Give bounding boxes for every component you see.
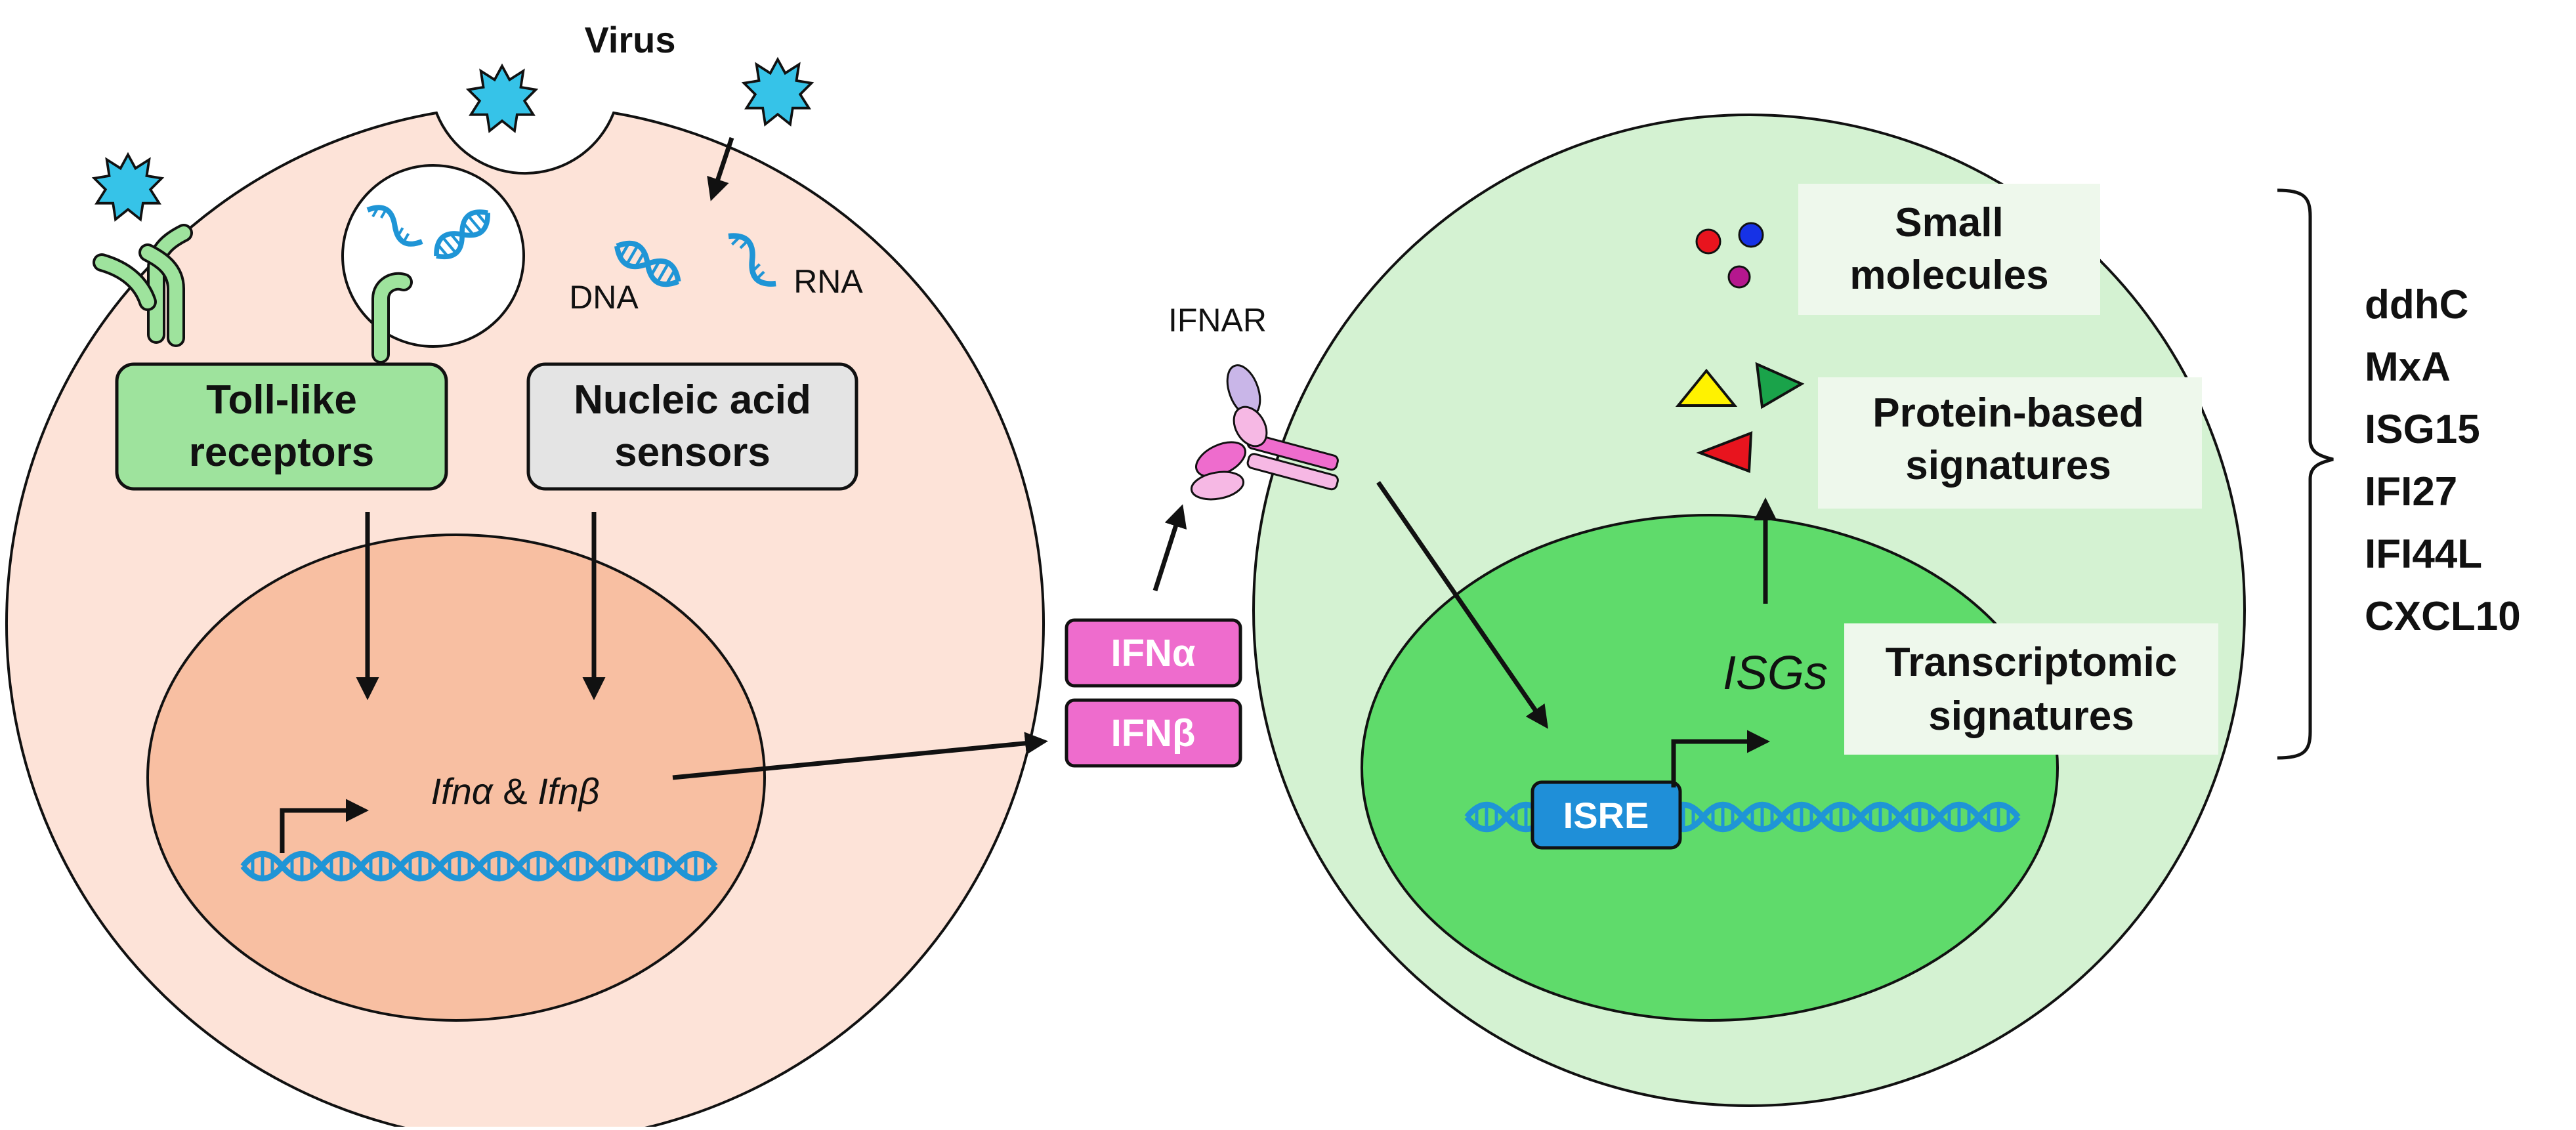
infected-cell-nucleus <box>146 534 766 1022</box>
biomarker-item: ddhC <box>2365 282 2468 327</box>
biomarker-item: IFI44L <box>2365 532 2482 577</box>
ifn-ampersand: & <box>493 770 538 812</box>
dna-label: DNA <box>569 279 639 316</box>
ifn-alpha-box <box>1065 618 1242 688</box>
isgs-label: ISGs <box>1723 647 1828 700</box>
isre-label: ISRE <box>1563 795 1649 836</box>
biomarker-item: ISG15 <box>2365 407 2480 452</box>
protein-triangle-green <box>1755 362 1805 409</box>
nucleic-acid-sensors-label-line2: sensors <box>614 430 771 475</box>
ifnar-receptor-icon <box>1190 364 1339 501</box>
ifn-beta-box <box>1065 698 1242 768</box>
small-molecule-red <box>1695 228 1721 255</box>
toll-like-receptors-label-line1: Toll-like <box>206 377 357 423</box>
biomarker-item: MxA <box>2365 345 2451 390</box>
biomarker-bracket <box>2277 188 2334 760</box>
toll-like-receptors-label-line2: receptors <box>189 430 375 475</box>
nucleic-acid-sensors-label-line1: Nucleic acid <box>574 377 811 423</box>
rna-strand-icon <box>366 205 423 247</box>
protein-triangle-yellow <box>1675 368 1738 407</box>
biomarker-item: IFI27 <box>2365 469 2457 514</box>
small-molecules-box <box>1798 184 2100 315</box>
responding-cell-nucleus <box>1361 514 2059 1022</box>
ifna-gene: Ifnα <box>431 770 494 812</box>
small-molecules-label-line2: molecules <box>1849 253 2048 298</box>
ifnar-signal-arrow <box>1376 481 1548 729</box>
protein-signatures-label-line1: Protein-based <box>1872 390 2143 436</box>
virus-label: Virus <box>584 19 675 60</box>
nucleic-acid-sensors-box <box>526 362 858 491</box>
virus-icon <box>93 153 163 221</box>
virus-icon <box>467 64 538 133</box>
toll-like-receptors-box <box>115 362 448 491</box>
promoter-arrow <box>280 799 369 853</box>
ifnar-label: IFNAR <box>1168 302 1267 339</box>
ifn-gene-label: Ifnα & Ifnβ <box>431 770 600 812</box>
endosome <box>341 164 525 348</box>
isre-box <box>1531 780 1682 850</box>
ifnb-gene: Ifnβ <box>538 770 599 812</box>
ifn-alpha-label: IFNα <box>1110 632 1195 675</box>
protein-signatures-box <box>1818 377 2202 509</box>
rna-strand-icon <box>728 233 776 287</box>
protein-signatures-label-line2: signatures <box>1905 443 2111 488</box>
toll-like-receptor-icon <box>93 224 193 347</box>
rna-label: RNA <box>793 263 863 300</box>
biomarker-item: CXCL10 <box>2365 594 2521 639</box>
virus-icon <box>742 58 813 126</box>
virus-entry-arrow <box>707 136 734 201</box>
transcriptomic-signatures-label-line2: signatures <box>1928 694 2134 739</box>
endosome-receptor-icon <box>371 272 413 364</box>
ifn-secretion-arrow <box>672 732 1048 780</box>
ifn-binding-arrow <box>1152 504 1187 592</box>
transcriptomic-signatures-box <box>1844 623 2218 755</box>
small-molecules-label-line1: Small <box>1895 200 2003 245</box>
ifn-beta-label: IFNβ <box>1111 712 1196 755</box>
protein-triangle-red <box>1696 431 1753 473</box>
small-molecule-blue <box>1738 222 1764 248</box>
isg-promoter-arrow <box>1671 730 1770 787</box>
small-molecule-purple <box>1727 265 1751 289</box>
transcriptomic-signatures-label-line1: Transcriptomic <box>1886 640 2177 685</box>
